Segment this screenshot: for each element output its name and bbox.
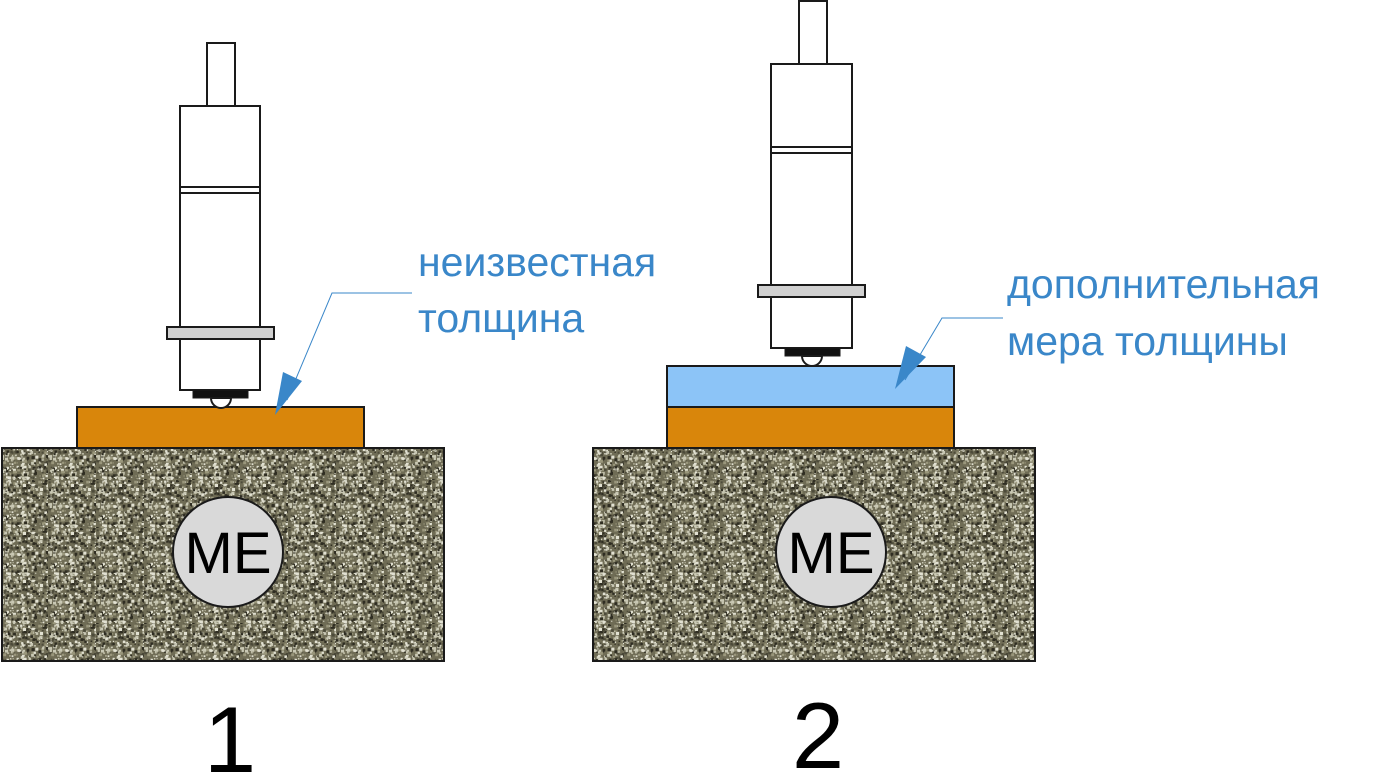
callout-line-1a: неизвестная (418, 239, 656, 285)
granite-base-1: ME (1, 447, 445, 662)
sample-plate-1 (76, 406, 365, 449)
me-badge-label-1: ME (185, 521, 272, 586)
thickness-probe-2 (757, 0, 866, 367)
svg-text:мера толщины: мера толщины (1007, 318, 1288, 364)
panel-number-1: 1 (204, 687, 256, 773)
callout-unknown-thickness: неизвестная толщина (275, 239, 656, 415)
granite-base-2: ME (592, 447, 1036, 662)
callout-line-2a: дополнительная (1007, 261, 1320, 307)
callout-gauge-block: дополнительная мера толщины (895, 261, 1320, 389)
thickness-probe-1 (166, 42, 275, 409)
panel-1: ME неизвестная толщина 1 (1, 42, 656, 778)
me-badge-label-2: ME (788, 521, 875, 586)
sample-plate-2 (666, 406, 955, 449)
me-badge-2 (775, 496, 887, 608)
svg-text:неизвестная: неизвестная (418, 239, 656, 285)
me-badge-1 (172, 496, 284, 608)
panel-2: ME дополнительная мера толщины (592, 0, 1320, 778)
svg-text:толщина: толщина (418, 295, 584, 341)
panel-number-2: 2 (792, 683, 844, 773)
callout-line-2b: мера толщины (1007, 318, 1288, 364)
callout-line-1b: толщина (418, 295, 584, 341)
svg-text:дополнительная: дополнительная (1007, 261, 1320, 307)
